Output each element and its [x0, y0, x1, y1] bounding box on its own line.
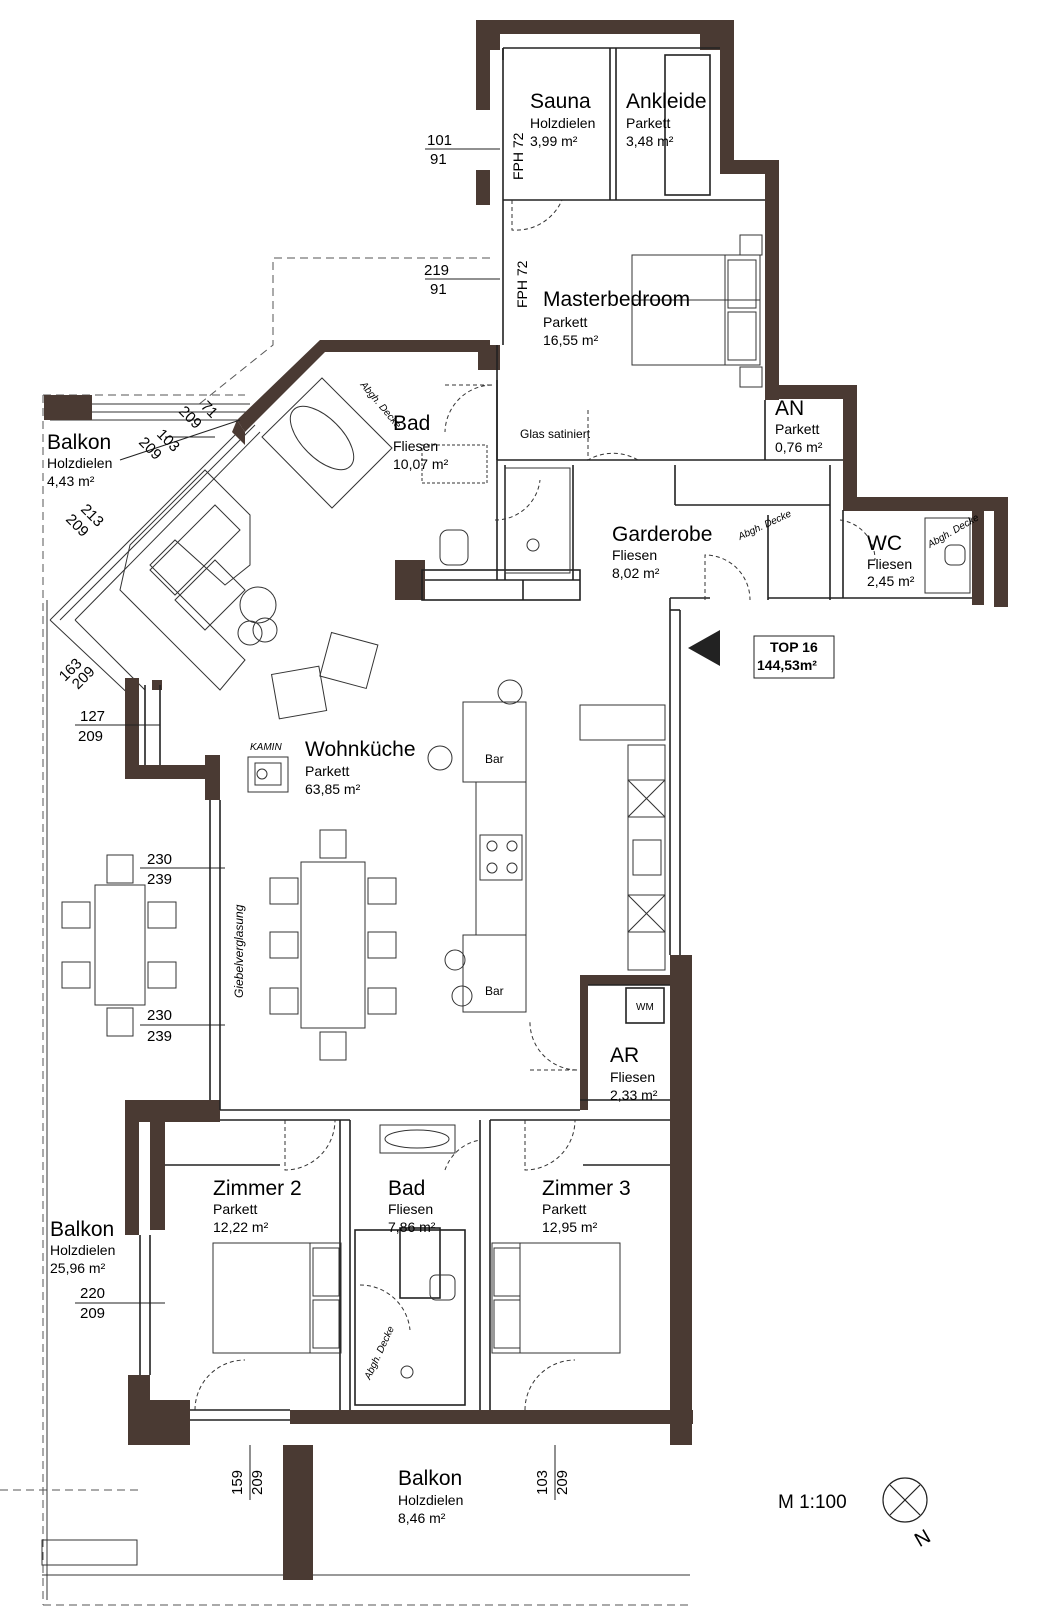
sofa: [119, 469, 251, 691]
room-floor-zimmer3: Parkett: [542, 1201, 586, 1217]
glas-label: Glas satiniert: [520, 427, 591, 441]
room-area-bad-bottom: 7,86 m²: [388, 1219, 436, 1235]
fph-label-1: FPH 72: [510, 132, 526, 180]
room-name-ar: AR: [610, 1044, 639, 1067]
dim-2-bottom: 91: [430, 281, 447, 298]
bar-label-1: Bar: [485, 752, 504, 766]
dim-12-top: 103: [534, 1470, 551, 1495]
fph-label-2: FPH 72: [514, 260, 530, 308]
furniture: [61, 234, 971, 1379]
master-bed: [631, 254, 761, 366]
room-name-garderobe: Garderobe: [612, 523, 712, 546]
room-area-balkon-s: 8,46 m²: [398, 1510, 446, 1526]
room-name-balkon-s: Balkon: [398, 1467, 462, 1490]
dim-1-top: 101: [427, 132, 452, 149]
dim-1-bottom: 91: [430, 151, 447, 168]
dim-7-top: 127: [80, 708, 105, 725]
dim-10-bottom: 209: [80, 1305, 105, 1322]
dim-9-top: 230: [147, 1007, 172, 1024]
bathtub: [261, 377, 393, 509]
bar-top: [462, 701, 527, 783]
abgh-label-1: Abgh. Decke: [357, 379, 403, 431]
room-floor-sauna: Holzdielen: [530, 115, 595, 131]
room-floor-garderobe: Fliesen: [612, 547, 657, 563]
dim-lines: [75, 148, 556, 1500]
dim-9-bottom: 239: [147, 1028, 172, 1045]
room-floor-ankleide: Parkett: [626, 115, 670, 131]
room-area-wohnkueche: 63,85 m²: [305, 781, 361, 797]
room-area-balkon-nw: 4,43 m²: [47, 473, 95, 489]
balcony-table: [94, 884, 146, 1006]
north-label: N: [911, 1526, 935, 1552]
entrance-arrow: [688, 630, 720, 666]
room-floor-an: Parkett: [775, 421, 819, 437]
room-name-zimmer2: Zimmer 2: [213, 1177, 302, 1200]
room-area-balkon-w: 25,96 m²: [50, 1260, 106, 1276]
room-floor-masterbedroom: Parkett: [543, 314, 587, 330]
unit-area: 144,53m²: [757, 657, 817, 673]
room-floor-bad-top: Fliesen: [393, 438, 438, 454]
room-name-balkon-nw: Balkon: [47, 431, 111, 454]
dim-7-bottom: 209: [78, 728, 103, 745]
room-name-sauna: Sauna: [530, 90, 591, 113]
dim-8-bottom: 239: [147, 871, 172, 888]
interior-walls: [139, 47, 972, 1421]
room-name-bad-top: Bad: [393, 412, 430, 435]
room-floor-balkon-s: Holzdielen: [398, 1492, 463, 1508]
room-area-ankleide: 3,48 m²: [626, 133, 674, 149]
room-floor-ar: Fliesen: [610, 1069, 655, 1085]
room-floor-bad-bottom: Fliesen: [388, 1201, 433, 1217]
room-area-wc: 2,45 m²: [867, 573, 915, 589]
room-name-ankleide: Ankleide: [626, 90, 707, 113]
scale-label: M 1:100: [778, 1492, 847, 1513]
room-name-an: AN: [775, 397, 804, 420]
room-area-sauna: 3,99 m²: [530, 133, 578, 149]
wm-label: WM: [636, 1002, 654, 1013]
unit-label: TOP 16: [770, 639, 818, 655]
bed-zimmer2: [212, 1242, 342, 1354]
room-area-bad-top: 10,07 m²: [393, 456, 449, 472]
room-area-masterbedroom: 16,55 m²: [543, 332, 599, 348]
room-name-wohnkueche: Wohnküche: [305, 738, 416, 761]
room-area-ar: 2,33 m²: [610, 1087, 658, 1103]
room-name-masterbedroom: Masterbedroom: [543, 288, 690, 311]
room-name-zimmer3: Zimmer 3: [542, 1177, 631, 1200]
room-floor-balkon-w: Holzdielen: [50, 1242, 115, 1258]
room-floor-balkon-nw: Holzdielen: [47, 455, 112, 471]
room-floor-wc: Fliesen: [867, 556, 912, 572]
dim-10-top: 220: [80, 1285, 105, 1302]
dim-11-top: 159: [229, 1470, 246, 1495]
walls: [44, 20, 1008, 1580]
bar-label-2: Bar: [485, 984, 504, 998]
dim-12-bottom: 209: [554, 1470, 571, 1495]
room-area-garderobe: 8,02 m²: [612, 565, 660, 581]
room-area-an: 0,76 m²: [775, 439, 823, 455]
room-area-zimmer3: 12,95 m²: [542, 1219, 598, 1235]
dim-2-top: 219: [424, 262, 449, 279]
north-icon: [882, 1477, 928, 1523]
room-floor-wohnkueche: Parkett: [305, 763, 349, 779]
room-area-zimmer2: 12,22 m²: [213, 1219, 269, 1235]
bar-bottom: [462, 934, 527, 1013]
dim-8-top: 230: [147, 851, 172, 868]
room-name-wc: WC: [867, 532, 902, 555]
abgh-label-2: Abgh. Decke: [736, 508, 794, 543]
kamin-label: KAMIN: [250, 742, 282, 753]
room-floor-zimmer2: Parkett: [213, 1201, 257, 1217]
room-name-bad-bottom: Bad: [388, 1177, 425, 1200]
abgh-label-4: Abgh. Decke: [362, 1324, 397, 1382]
bed-zimmer3: [491, 1242, 621, 1354]
dining-table: [300, 861, 366, 1029]
dim-11-bottom: 209: [249, 1470, 266, 1495]
giebel-label: Giebelverglasung: [232, 904, 246, 998]
doors: [194, 199, 876, 1411]
unit-label-box: [753, 635, 835, 679]
room-name-balkon-w: Balkon: [50, 1218, 114, 1241]
